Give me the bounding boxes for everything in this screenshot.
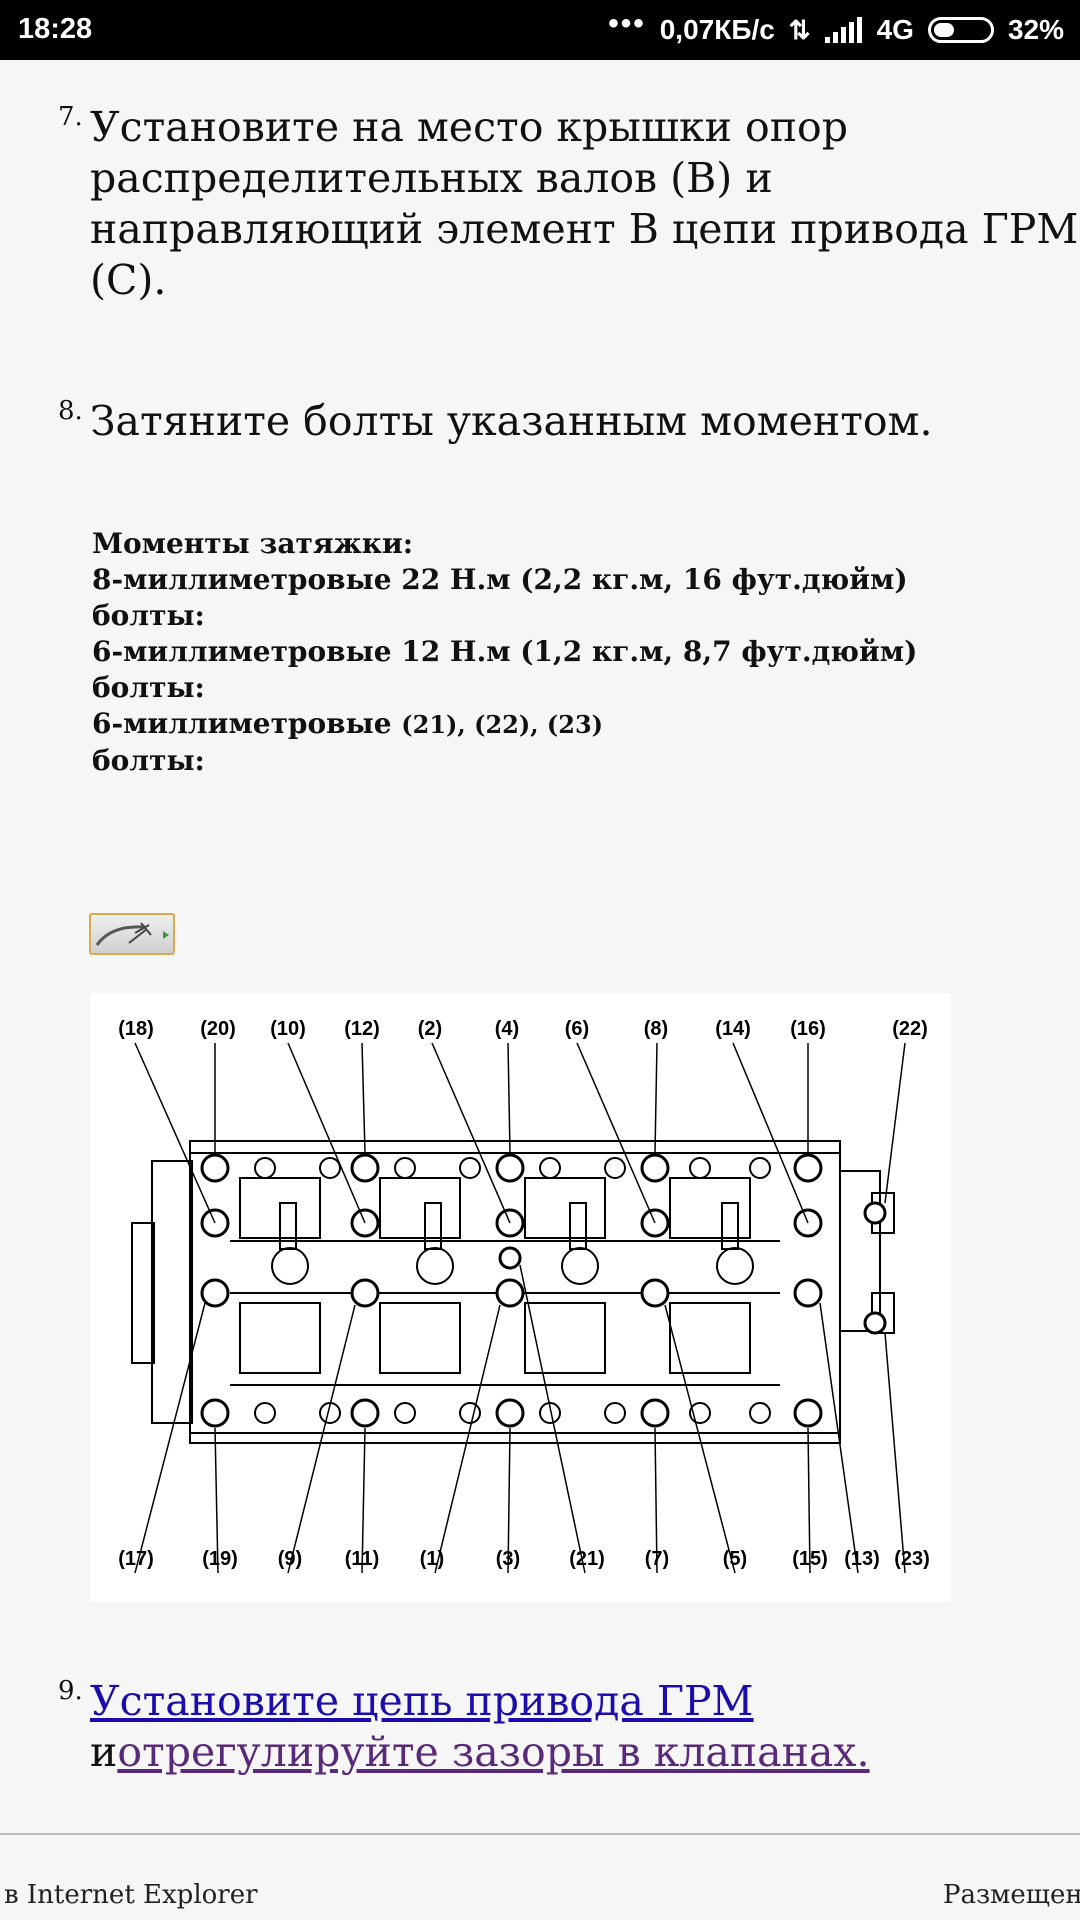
torque-value: 6-миллиметровые xyxy=(92,707,392,740)
torque-value: 8-миллиметровые 22 Н.м (2,2 кг.м, 16 фут… xyxy=(92,563,908,596)
bolt-number-label: (22) xyxy=(892,1018,928,1040)
torque-row: 6-миллиметровые (21), (22), (23) болты: xyxy=(92,706,917,779)
bolt-number-label: (18) xyxy=(118,1018,154,1040)
install-timing-chain-link[interactable]: Установите цепь привода ГРМ xyxy=(90,1677,754,1725)
torque-row: 6-миллиметровые 12 Н.м (1,2 кг.м, 8,7 фу… xyxy=(92,634,917,706)
notification-dots-icon: ••• xyxy=(608,7,646,40)
step-number: 9. xyxy=(58,1676,83,1706)
torque-value-line: 6-миллиметровые (21), (22), (23) xyxy=(92,706,917,743)
bolt-number-label: (21) xyxy=(569,1548,605,1570)
torque-value: 6-миллиметровые 12 Н.м (1,2 кг.м, 8,7 фу… xyxy=(92,635,918,668)
step-number: 7. xyxy=(58,102,83,132)
wrench-icon xyxy=(95,922,169,946)
torque-specs: Моменты затяжки: 8-миллиметровые 22 Н.м … xyxy=(92,526,917,779)
bolt-number-label: (11) xyxy=(345,1548,379,1570)
footer-divider xyxy=(0,1833,1080,1835)
bolt-number-label: (17) xyxy=(118,1548,154,1570)
bolt-number-label: (1) xyxy=(420,1548,444,1570)
bolt-number-label: (6) xyxy=(565,1018,589,1040)
footer-left-text: в Internet Explorer xyxy=(4,1880,258,1910)
battery-icon xyxy=(927,17,994,43)
network-speed: 0,07КБ/с xyxy=(659,14,775,45)
network-type: 4G xyxy=(876,14,914,45)
torque-heading: Моменты затяжки: xyxy=(92,527,414,560)
bolt-number-label: (15) xyxy=(792,1548,828,1570)
torque-label: болты: xyxy=(92,744,205,777)
bolt-number-label: (8) xyxy=(644,1018,668,1040)
status-time: 18:28 xyxy=(18,13,93,45)
torque-bolt-numbers: (21), (22), (23) xyxy=(401,710,604,739)
bolt-number-label: (12) xyxy=(344,1018,380,1040)
bolt-number-label: (13) xyxy=(844,1548,880,1570)
step-text: Установите на место крышки опор распреде… xyxy=(90,103,1079,304)
data-transfer-icon: ⇅ xyxy=(788,14,811,45)
cylinder-head-drawing: (18) (20) (10) (12) (2) (4) (6) (8) (14) (16) (22)… xyxy=(118,1018,930,1574)
step-joiner: и xyxy=(90,1728,118,1776)
torque-label: болты: xyxy=(92,671,205,704)
bolt-number-label: (3) xyxy=(496,1548,520,1570)
footer-right-text: Размещено xyxy=(943,1880,1080,1910)
bolt-tightening-diagram: (18) (20) (10) (12) (2) (4) (6) (8) (14) (16) (22)… xyxy=(90,993,951,1602)
bolt-number-label: (5) xyxy=(723,1548,747,1570)
bolt-number-label: (2) xyxy=(418,1018,442,1040)
signal-strength-icon xyxy=(824,17,863,43)
torque-wrench-button[interactable] xyxy=(89,913,175,955)
bolt-number-label: (20) xyxy=(200,1018,236,1040)
bolt-number-label: (7) xyxy=(645,1548,669,1570)
adjust-valve-clearance-link[interactable]: отрегулируйте зазоры в клапанах. xyxy=(117,1728,870,1776)
status-icons: ••• 0,07КБ/с ⇅ 4G 32% xyxy=(594,7,1064,47)
bolt-number-label: (4) xyxy=(495,1018,519,1040)
bolt-number-label: (23) xyxy=(894,1548,930,1570)
step-number: 8. xyxy=(58,396,83,426)
status-bar: 18:28 ••• 0,07КБ/с ⇅ 4G 32% xyxy=(0,0,1080,60)
bolt-number-label: (14) xyxy=(715,1018,751,1040)
step-text: Затяните болты указанным моментом. xyxy=(90,397,933,445)
bolt-number-label: (16) xyxy=(790,1018,826,1040)
bolt-number-label: (10) xyxy=(270,1018,306,1040)
battery-percent: 32% xyxy=(1007,14,1064,45)
torque-row: 8-миллиметровые 22 Н.м (2,2 кг.м, 16 фут… xyxy=(92,562,917,634)
bolt-number-label: (9) xyxy=(278,1548,302,1570)
bolt-number-label: (19) xyxy=(202,1548,238,1570)
torque-label: болты: xyxy=(92,599,205,632)
